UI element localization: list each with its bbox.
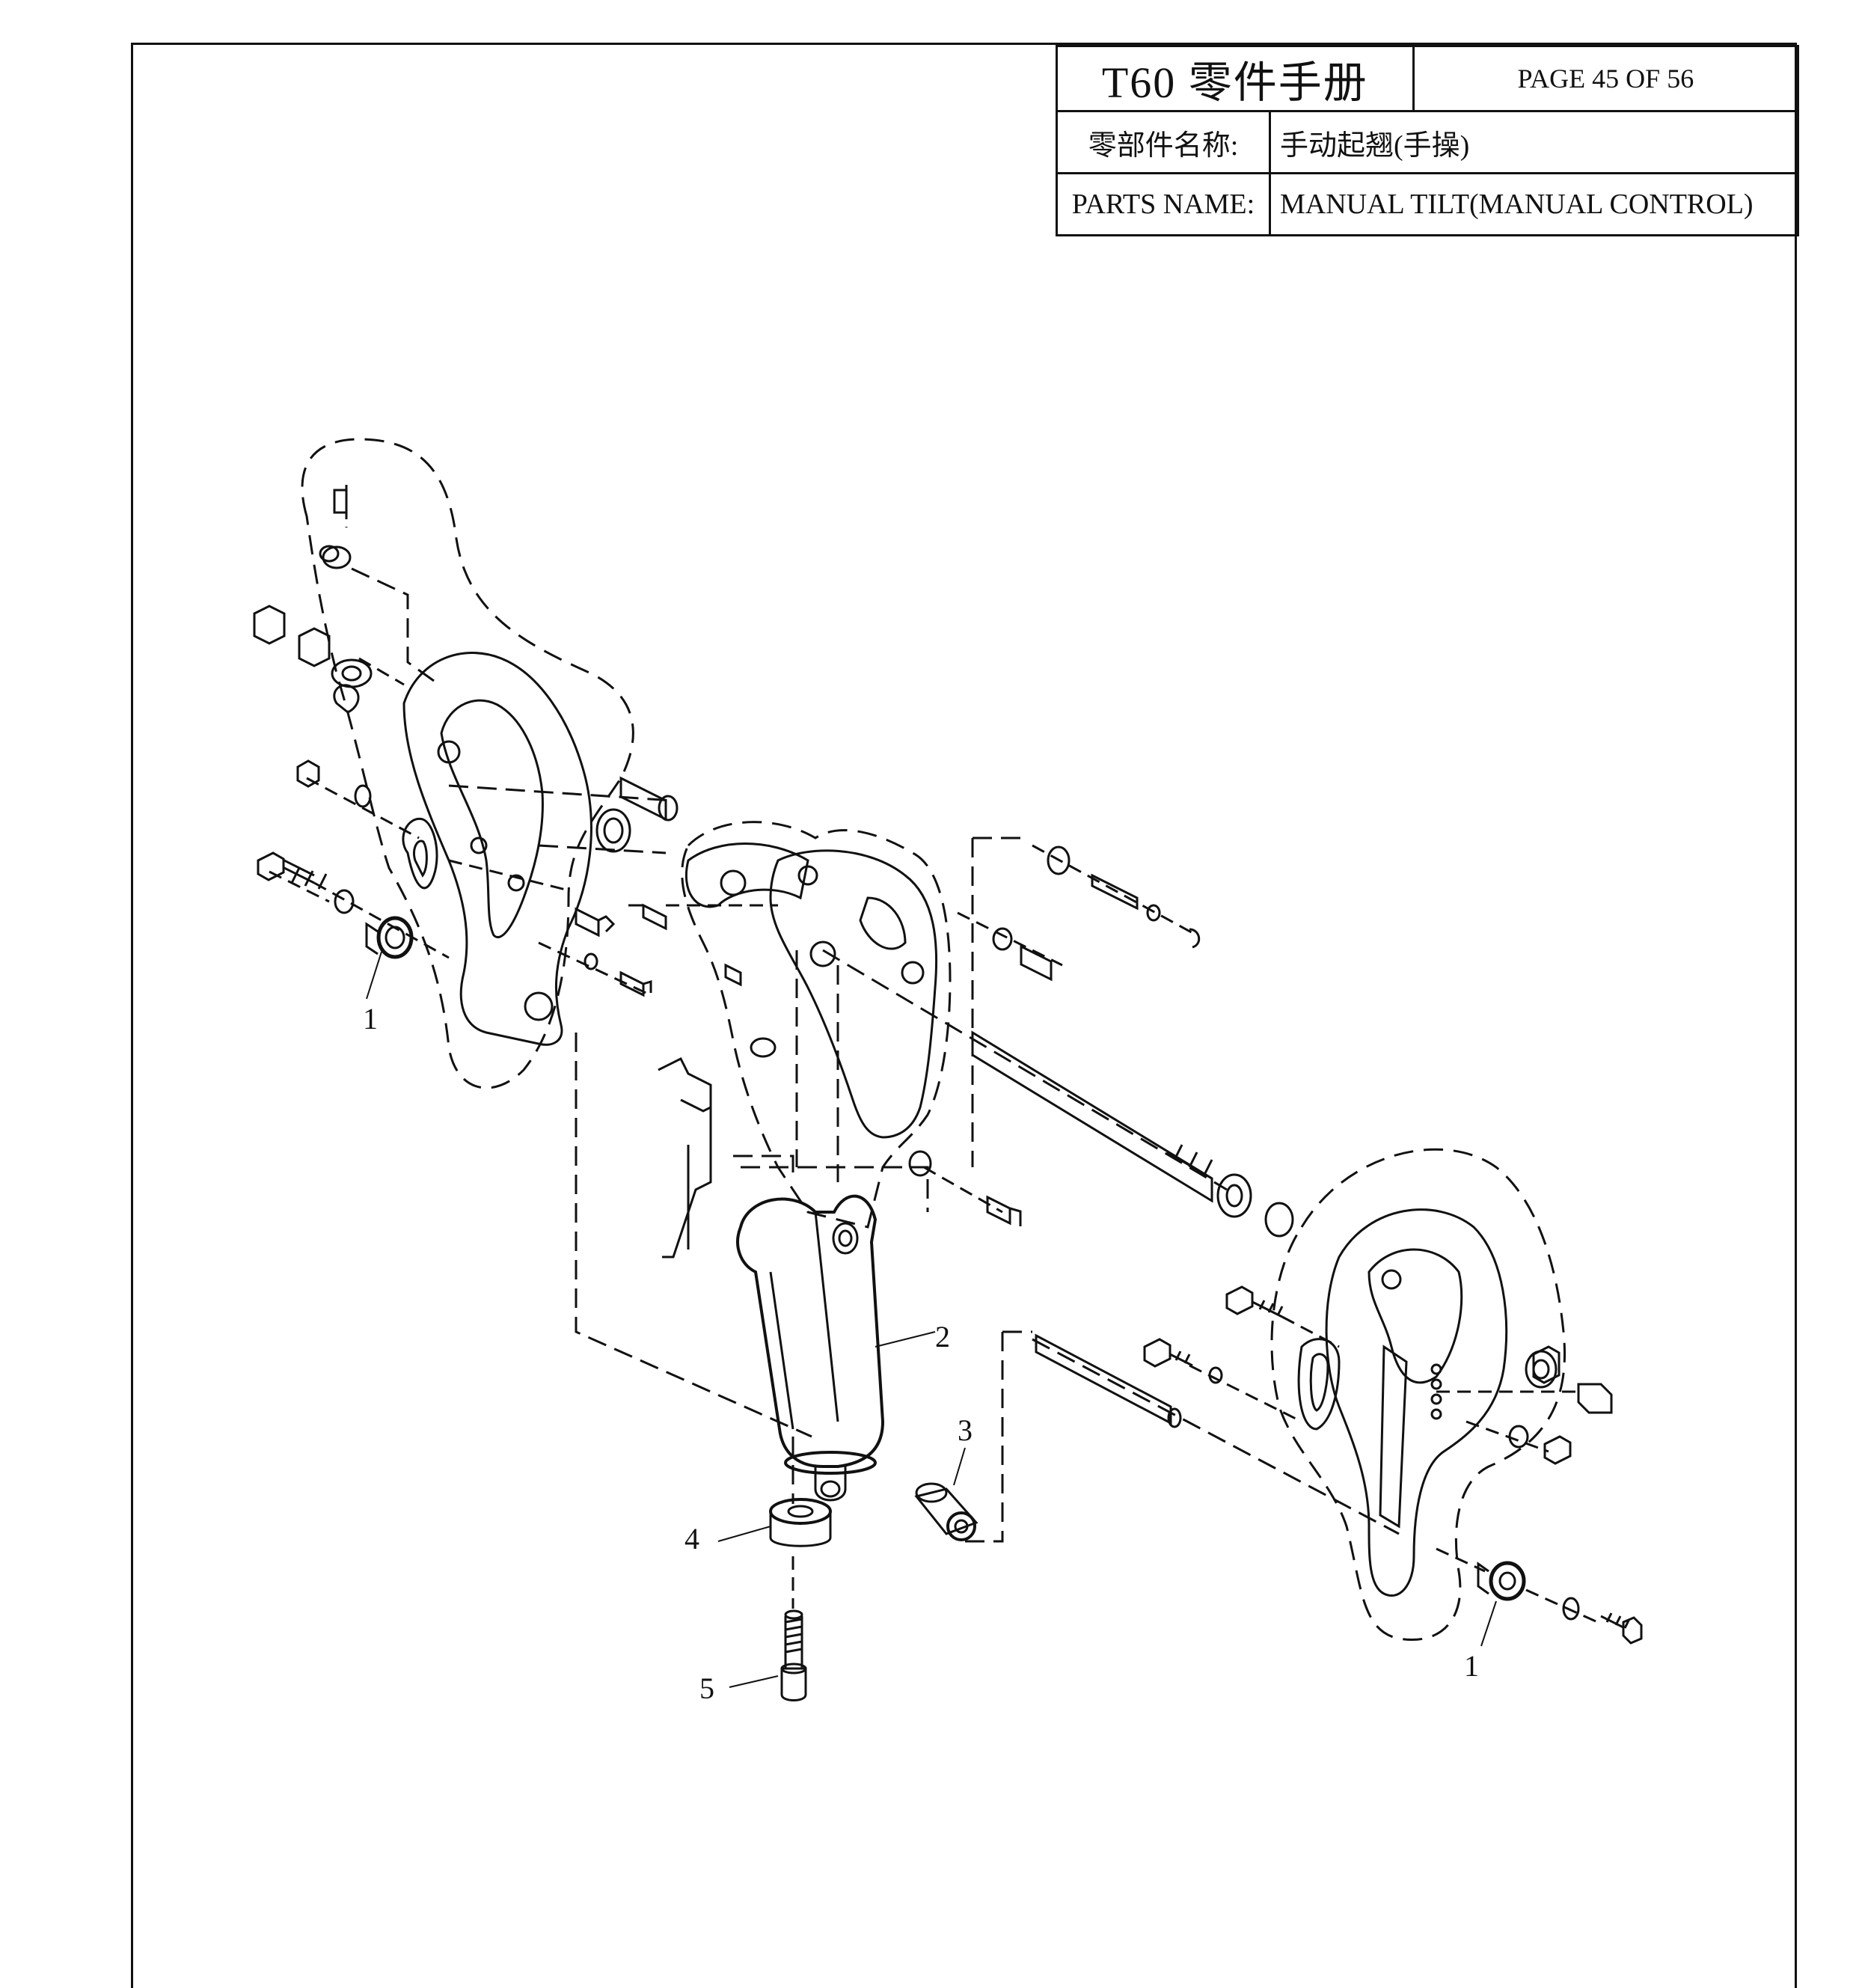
spacer-part	[769, 1511, 832, 1547]
parts-name-value-en: MANUAL TILT(MANUAL CONTROL)	[1269, 172, 1799, 236]
callout-3: 3	[958, 1413, 973, 1447]
callout-2: 2	[935, 1320, 950, 1354]
callout-5: 5	[699, 1672, 714, 1705]
right-sleeve-part	[1489, 1561, 1526, 1601]
callout-1-left: 1	[363, 1002, 378, 1036]
left-bracket-body	[402, 652, 592, 1046]
bolt-part	[784, 1616, 803, 1669]
left-bracket-phantom-outline	[301, 438, 634, 1089]
swivel-bracket-body	[769, 849, 938, 1139]
manual-title: T60 零件手册	[1056, 45, 1415, 112]
manual-tilt-lever	[658, 1056, 712, 1258]
page-number: PAGE 45 OF 56	[1412, 45, 1800, 112]
parts-name-label-cn: 零部件名称:	[1056, 110, 1271, 174]
tilt-tube	[971, 1030, 1213, 1203]
collar-part	[914, 1487, 978, 1535]
parts-name-value-cn: 手动起翘(手操)	[1269, 110, 1799, 174]
right-bracket-phantom-outline	[1270, 1148, 1566, 1641]
left-sleeve-part	[376, 916, 414, 959]
right-bracket-body	[1325, 1208, 1508, 1597]
swivel-bracket-phantom	[681, 821, 952, 1229]
left-bracket-inner	[440, 699, 544, 938]
tilt-cylinder	[736, 1194, 885, 1468]
title-block: T60 零件手册 PAGE 45 OF 56 零部件名称: 手动起翘(手操) P…	[1056, 45, 1800, 236]
parts-name-label-en: PARTS NAME:	[1056, 172, 1271, 236]
drawing-frame	[131, 43, 1797, 1988]
callout-1-right: 1	[1464, 1649, 1479, 1683]
callout-4: 4	[684, 1522, 699, 1556]
